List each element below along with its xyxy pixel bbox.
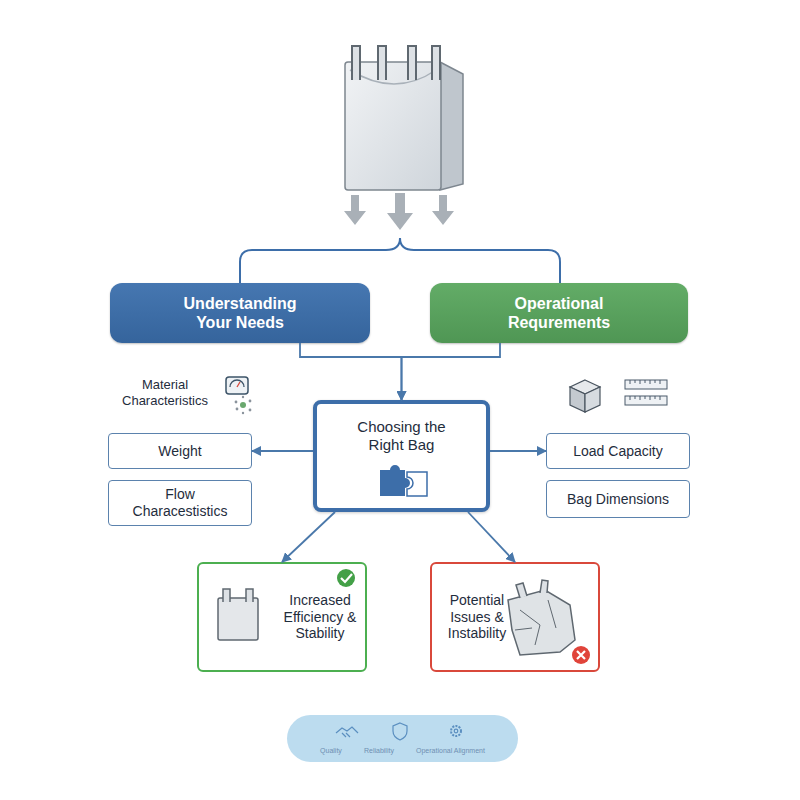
puzzle-piece: [407, 472, 427, 496]
bag-loop: [378, 46, 386, 80]
ruler-ticks: [630, 380, 660, 384]
particle: [242, 412, 244, 414]
scale-icon: [226, 377, 248, 394]
split-bracket: [240, 238, 560, 283]
node-text: Operational Requrements: [486, 294, 632, 332]
bag-body: [508, 590, 575, 655]
ruler: [625, 380, 667, 389]
box-icon: [570, 380, 600, 412]
outcome-box: Increased Efficiency & Stability: [197, 562, 367, 672]
category-box: Understanding Your Needs: [110, 283, 370, 343]
factor-box: Weight: [108, 433, 252, 469]
flow-arrow: [402, 343, 501, 400]
ruler-icons: [625, 380, 667, 405]
flow-arrow: [300, 343, 402, 400]
decision-box: Choosing the Right Bag: [313, 400, 490, 512]
gear-hub: [454, 729, 458, 733]
particle: [235, 401, 238, 404]
scale-dial: [230, 380, 244, 387]
bag-loop: [223, 589, 230, 602]
bag-crease: [515, 600, 556, 645]
down-arrow: [344, 195, 366, 225]
node-text: Choosing the Right Bag: [345, 418, 458, 454]
node-text: Flow Characestistics: [123, 486, 237, 520]
bag-front: [345, 62, 441, 190]
particle: [249, 409, 252, 412]
section-label: Material Characteristics: [108, 377, 222, 408]
bag-side: [440, 62, 463, 190]
node-text: Reliability: [364, 747, 394, 755]
node-text: Quality: [320, 747, 342, 755]
flow-arrow: [252, 450, 313, 452]
down-arrow: [387, 193, 413, 230]
scale-needle: [237, 382, 240, 387]
scale-body: [226, 377, 248, 394]
check-badge: [337, 569, 355, 587]
value-icons: [336, 723, 461, 740]
node-text: Weight: [158, 443, 201, 460]
down-arrows: [344, 193, 454, 230]
flow-arrow: [282, 512, 335, 562]
node-text: Increased Efficiency & Stability: [283, 592, 357, 642]
stable-bag-icon: [218, 589, 258, 640]
node-text: Understanding Your Needs: [166, 294, 314, 332]
values-pill: Quality Reliability Operational Alignment: [287, 715, 518, 762]
factor-box: Flow Characestistics: [108, 480, 252, 526]
bulk-bag-illustration: [345, 46, 463, 190]
outcome-box: Potential Issues & Instability: [430, 562, 600, 672]
down-arrow: [432, 195, 454, 225]
category-box: Operational Requrements: [430, 283, 688, 343]
bag-fold: [350, 70, 436, 84]
bag-loop: [246, 589, 253, 602]
bag-body: [218, 598, 258, 640]
flow-arrow: [490, 450, 546, 452]
cross-badge: [572, 646, 590, 664]
particle: [242, 396, 244, 398]
node-text: Potential Issues & Instability: [442, 592, 512, 642]
box-top: [570, 380, 600, 394]
particle: [236, 408, 239, 411]
bag-loop: [408, 46, 416, 80]
badge-circle: [572, 646, 590, 664]
node-text: Operational Alignment: [416, 747, 485, 755]
check-mark: [341, 574, 352, 582]
particle: [249, 400, 252, 403]
factor-box: Load Capacity: [546, 433, 690, 469]
puzzle-icon: [380, 465, 427, 496]
particle: [240, 402, 246, 408]
bag-loop: [432, 46, 440, 80]
factor-box: Bag Dimensions: [546, 480, 690, 518]
gear-icon: [451, 726, 461, 736]
bag-loop: [540, 580, 548, 593]
box-right: [585, 387, 600, 412]
handshake-icon: [336, 727, 358, 737]
collapsed-bag-icon: [508, 580, 575, 655]
node-text: Bag Dimensions: [567, 491, 669, 508]
puzzle-piece: [380, 465, 410, 496]
particle-icon: [235, 396, 252, 414]
badge-circle: [337, 569, 355, 587]
ruler-ticks: [630, 396, 660, 400]
cross-mark: [577, 651, 585, 659]
flow-arrow: [468, 512, 515, 562]
shield-icon: [393, 723, 407, 740]
node-text: Load Capacity: [573, 443, 663, 460]
bag-loop: [516, 583, 527, 598]
box-left: [570, 387, 585, 412]
ruler: [625, 396, 667, 405]
bag-loop: [352, 46, 360, 80]
